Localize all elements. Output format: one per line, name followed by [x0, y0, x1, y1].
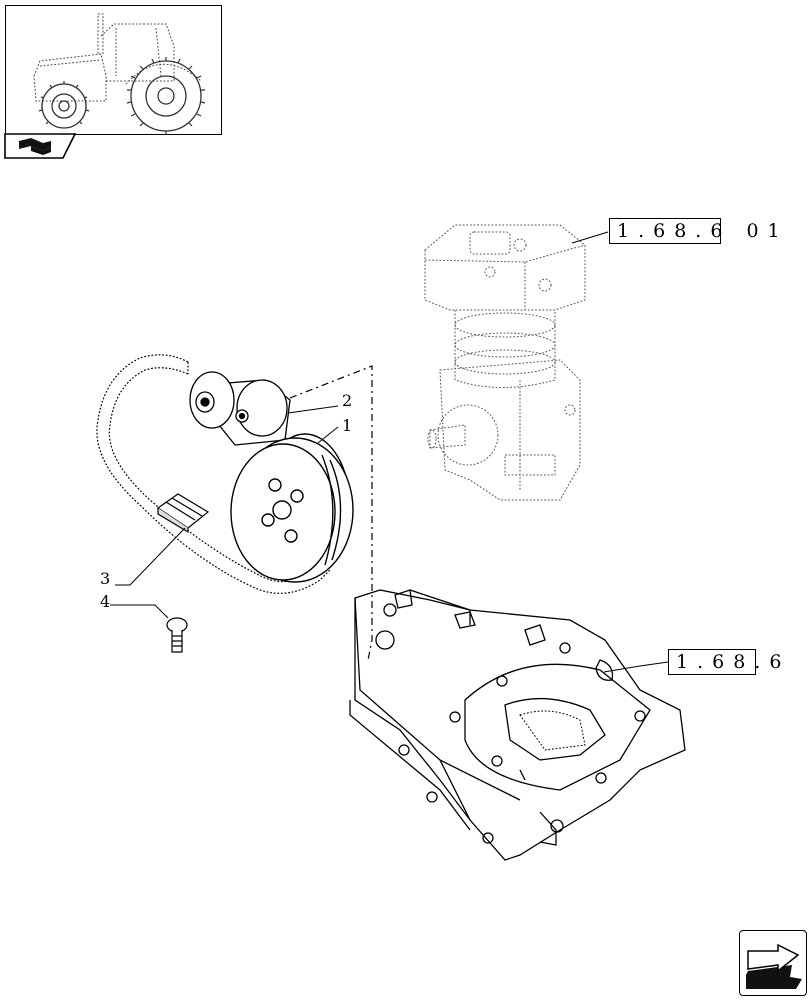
compressor-illustration — [424, 224, 586, 501]
reference-bracket-label: 1.68.6 — [676, 651, 791, 673]
arrow-next-page-icon — [746, 943, 802, 989]
pulley — [230, 433, 354, 583]
book-icon — [19, 138, 51, 155]
tractor-icon — [33, 13, 206, 135]
drive-belt — [96, 354, 331, 594]
belt-section — [156, 493, 210, 534]
next-page-button[interactable] — [739, 930, 807, 996]
callout-1: 1 — [342, 416, 353, 435]
reference-box-compressor — [609, 218, 721, 244]
callout-4: 4 — [100, 592, 111, 611]
callout-2: 2 — [342, 391, 353, 410]
callout-3: 3 — [100, 569, 111, 588]
tractor-thumbnail — [5, 5, 222, 135]
mounting-bracket — [349, 589, 686, 861]
belt-tensioner — [189, 371, 291, 446]
bolt — [166, 617, 188, 653]
reference-box-bracket — [668, 649, 756, 675]
thumbnail-tab — [4, 133, 77, 159]
reference-compressor-label: 1.68.6 01 — [617, 220, 789, 242]
